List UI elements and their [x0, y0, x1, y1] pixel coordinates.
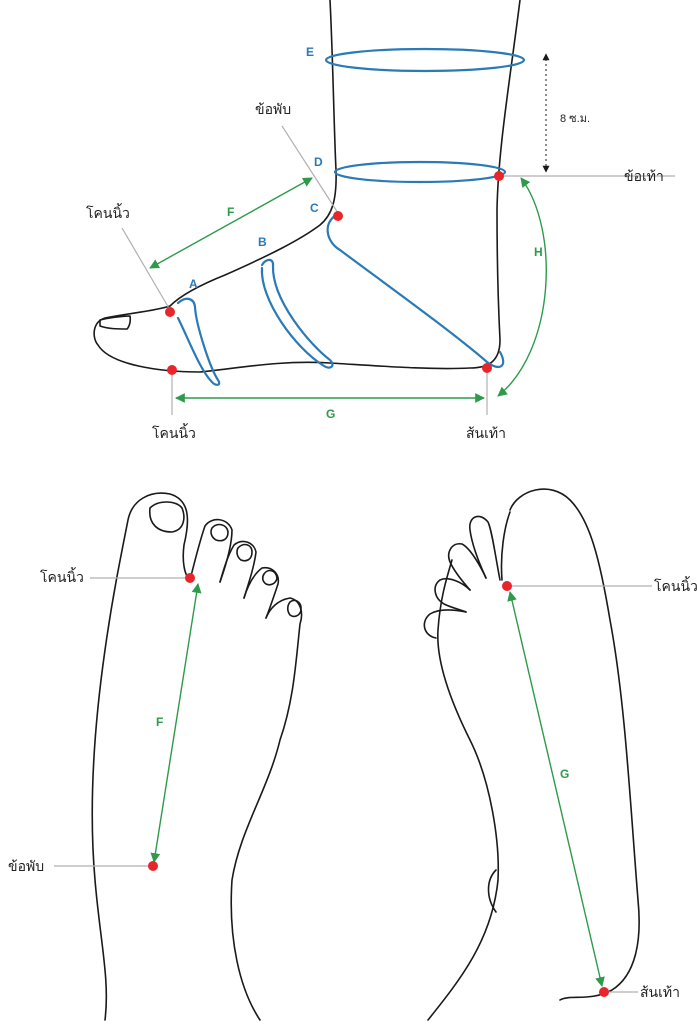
top-foot-outline	[92, 493, 190, 1020]
letter-d: D	[314, 155, 323, 169]
dot-top-instep	[148, 861, 158, 871]
letter-g-side: G	[326, 407, 335, 421]
dot-top-toe	[185, 573, 195, 583]
label-top-instep: ข้อพับ	[8, 858, 44, 874]
sole-big-toe	[501, 512, 510, 580]
dim-h-side	[498, 178, 546, 396]
top-toe-5	[231, 598, 301, 1020]
sole-arch-bump	[489, 870, 497, 912]
dot-sole-heel	[599, 987, 609, 997]
top-toenail-5	[288, 600, 301, 616]
ring-e	[326, 49, 524, 71]
label-toe-top: โคนนิ้ว	[86, 203, 130, 221]
label-sole-heel: ส้นเท้า	[640, 984, 680, 1000]
sole-toe-2	[470, 516, 500, 580]
dot-toe-top	[165, 307, 175, 317]
letter-e: E	[306, 45, 314, 59]
letter-f-top: F	[156, 715, 163, 729]
label-heel: ส้นเท้า	[466, 425, 506, 441]
dot-toe-bottom	[167, 365, 177, 375]
letter-b: B	[258, 235, 267, 249]
leader-instep-top	[282, 126, 338, 213]
ring-c	[328, 214, 504, 367]
dim-f-side	[150, 178, 312, 268]
dot-heel	[482, 363, 492, 373]
sole-outline-right	[510, 489, 639, 1000]
sole-outline	[428, 560, 498, 1020]
letter-c: C	[310, 201, 319, 215]
label-sole-toe: โคนนิ้ว	[654, 576, 697, 594]
top-view: F โคนนิ้ว ข้อพับ	[8, 493, 302, 1020]
label-toe-bottom: โคนนิ้ว	[152, 423, 196, 441]
top-toe-4	[244, 568, 278, 618]
dim-g-sole	[510, 592, 602, 986]
label-8cm: 8 ซ.ม.	[560, 113, 590, 125]
sole-view: G โคนนิ้ว ส้นเท้า	[424, 489, 697, 1020]
letter-h-side: H	[534, 245, 543, 259]
top-big-toenail	[150, 502, 184, 532]
top-toenail-2	[211, 525, 228, 541]
label-ankle: ข้อเท้า	[624, 168, 664, 184]
label-top-toe: โคนนิ้ว	[40, 567, 84, 585]
dot-instep	[333, 211, 343, 221]
letter-g-sole: G	[560, 767, 569, 781]
dot-sole-toe	[502, 581, 512, 591]
ring-d	[335, 162, 505, 182]
letter-a: A	[189, 277, 198, 291]
top-toenail-4	[263, 571, 277, 585]
sole-toe-3	[449, 544, 486, 590]
dot-ankle	[494, 171, 504, 181]
label-instep-top: ข้อพับ	[255, 101, 291, 117]
top-toenail-3	[237, 545, 252, 561]
side-view: E D C B A F G H ข้อพับ โคนนิ้ว ข้อเท้า โ…	[86, 0, 675, 441]
sole-toe-5	[424, 610, 466, 638]
ring-b	[262, 260, 333, 368]
letter-f-side: F	[227, 205, 234, 219]
leader-toe-top	[122, 228, 170, 310]
